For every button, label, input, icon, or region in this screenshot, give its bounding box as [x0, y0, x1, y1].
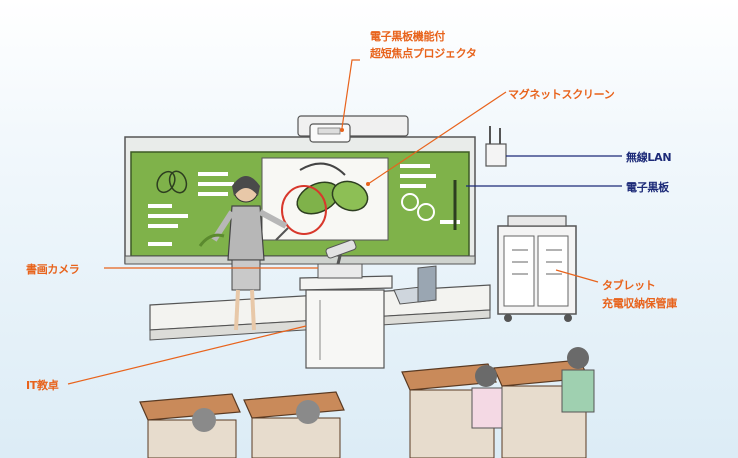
desk-leader	[67, 325, 307, 385]
screen-leader	[367, 91, 507, 185]
wireless-lan-device	[485, 126, 507, 167]
projector-leader	[341, 59, 360, 129]
storage-leader	[555, 269, 599, 283]
label-wireless-lan: 無線LAN	[626, 151, 672, 164]
label-e-blackboard: 電子黒板	[626, 181, 669, 194]
label-projector-line2: 超短焦点プロジェクタ	[370, 47, 477, 60]
tablet-charging-cart	[497, 215, 577, 322]
short-throw-projector	[297, 115, 409, 143]
label-magnet-screen: マグネットスクリーン	[508, 88, 615, 101]
callout-lines	[67, 59, 622, 385]
student-desks	[139, 359, 589, 458]
label-tablet-storage-line2: 充電収納保管庫	[602, 297, 677, 310]
label-document-camera: 書画カメラ	[26, 263, 80, 276]
document-camera	[317, 239, 363, 279]
it-teacher-desk	[299, 275, 393, 369]
label-projector-line1: 電子黒板機能付	[370, 30, 445, 43]
label-it-desk: IT教卓	[26, 379, 59, 392]
laptop	[393, 265, 437, 305]
teacher-figure	[198, 176, 288, 331]
student-figures	[192, 347, 595, 432]
label-tablet-storage-line1: タブレット	[602, 279, 656, 292]
magnet-screen-illustration	[261, 157, 389, 241]
